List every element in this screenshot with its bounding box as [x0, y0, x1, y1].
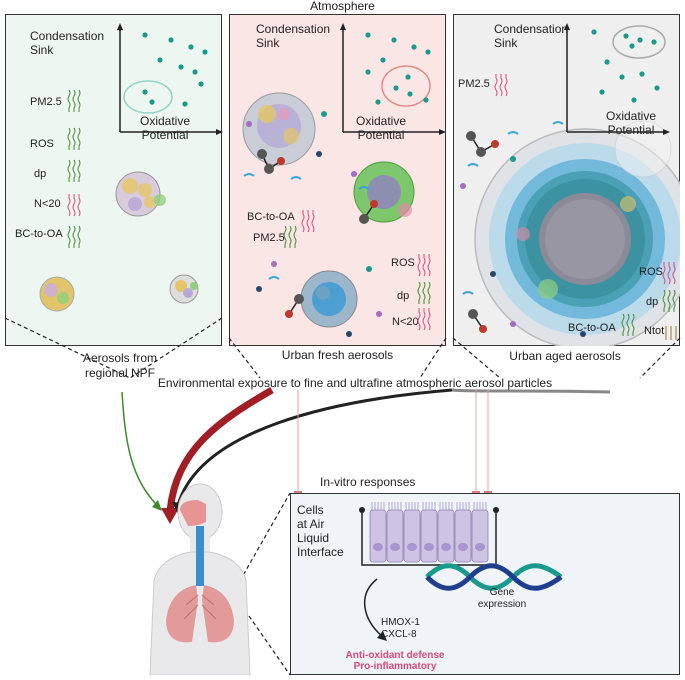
panel2-indicator-pm25: PM2.5: [253, 232, 285, 244]
panel1-x-axis-label: Oxidative Potential: [140, 114, 191, 142]
panel2-x-axis-label: Oxidative Potential: [356, 114, 407, 142]
invitro-title: In-vitro responses: [320, 475, 416, 489]
cell-culture-illustration: [359, 502, 499, 566]
panel3-scatter-plot: [564, 23, 670, 135]
panel2-scatter-plot: [340, 23, 446, 135]
panel3-trend-arrows: [494, 74, 677, 340]
panel2-trend-arrows: [283, 210, 431, 331]
panel2-indicator-n20: N<20: [392, 316, 419, 328]
panel1-y-axis-label: Condensation Sink: [30, 29, 105, 57]
panel1-particles: [39, 171, 199, 312]
response-arrow: [363, 578, 387, 641]
panel2-particles: [242, 92, 415, 337]
panel2-indicator-ros: ROS: [391, 257, 415, 269]
panel3-indicator-bc-to-oa: BC-to-OA: [568, 322, 616, 334]
panel3-indicator-dp: dp: [646, 296, 659, 308]
panel1-scatter-plot: [117, 23, 223, 135]
panel3-indicator-pm25: PM2.5: [458, 78, 490, 90]
panel2-y-axis-label: Condensation Sink: [256, 22, 331, 50]
outcome-label: Anti-oxidant defense Pro-inflammatory: [345, 650, 445, 672]
panel3-indicator-ros: ROS: [639, 266, 663, 278]
exposure-label: Environmental exposure to fine and ultra…: [157, 376, 553, 390]
panel3-particles: [460, 120, 680, 346]
panel1-indicator-ros: ROS: [30, 138, 54, 150]
panel2-indicator-bc-to-oa: BC-to-OA: [247, 211, 295, 223]
panel3-indicator-ntot: Ntot: [644, 325, 665, 337]
human-body-illustration: [149, 483, 251, 675]
panel1-indicator-pm25: PM2.5: [30, 96, 62, 108]
panel3-y-axis-label: Condensation Sink: [494, 22, 569, 50]
panel3-caption: Urban aged aerosols: [509, 349, 621, 363]
dna-helix-icon: [425, 563, 563, 591]
panel3-x-axis-label: Oxidative Potential: [606, 109, 657, 137]
gene-expression-label: Gene expression: [477, 587, 527, 610]
panel2-indicator-dp: dp: [397, 290, 410, 302]
panel1-indicator-dp: dp: [34, 168, 47, 180]
panel1-indicator-bc-to-oa: BC-to-OA: [15, 228, 63, 240]
panel2-caption: Urban fresh aerosols: [281, 348, 394, 362]
genes-label: HMOX-1 CXCL-8: [381, 617, 420, 640]
diagram-title: Atmosphere: [310, 0, 375, 13]
invitro-cells-label: Cells at Air Liquid Interface: [297, 503, 344, 559]
panel1-trend-arrows: [67, 89, 81, 248]
panel1-indicator-n20: N<20: [34, 198, 61, 210]
